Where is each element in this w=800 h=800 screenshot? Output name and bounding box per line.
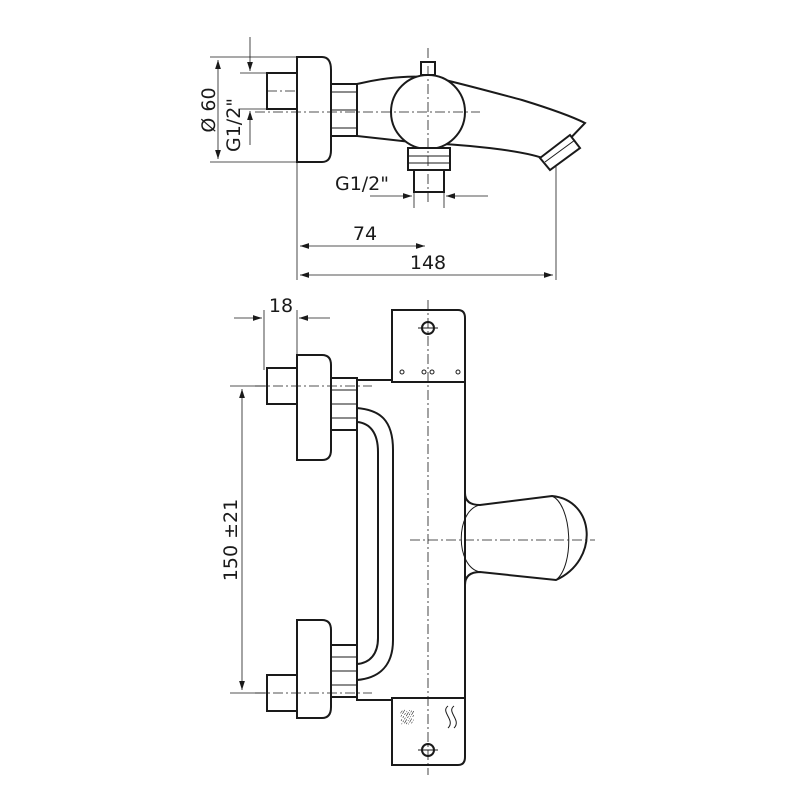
front-bypass-pipe: [356, 407, 394, 681]
dim-depth-148: 148: [300, 165, 557, 280]
front-bottom-cap: ⛆: [391, 697, 466, 766]
dim-thread-outlet: G1/2": [335, 173, 488, 208]
dim-thread-side-label: G1/2": [223, 98, 245, 152]
dim-diameter-label: Ø 60: [198, 87, 220, 132]
dim-center-150-label: 150 ±21: [220, 499, 242, 581]
dim-pipe-18-label: 18: [269, 295, 293, 317]
front-top-cap: [391, 309, 466, 383]
shower-symbol-icon: ⛆: [400, 708, 414, 729]
side-view: Ø 60 G1/2" G1/2" 74 148: [198, 37, 587, 280]
side-hex-nut: [330, 83, 358, 137]
hot-cold-wave-icon: [445, 705, 457, 729]
side-inlet-nipple: [266, 72, 298, 110]
dim-thread-outlet-label: G1/2": [335, 173, 389, 195]
dim-diameter-60: Ø 60: [198, 56, 300, 163]
dim-pipe-18: 18: [234, 295, 330, 370]
dim-depth-74: 74: [296, 162, 425, 280]
side-escutcheon: [296, 56, 332, 163]
dim-depth-148-label: 148: [410, 252, 446, 274]
front-handle: [464, 492, 588, 586]
side-outlet-connector: [407, 147, 451, 193]
dim-thread-side: G1/2": [223, 37, 270, 152]
dim-depth-74-label: 74: [353, 223, 377, 245]
front-view: ⛆: [220, 295, 595, 775]
front-lower-connector: [266, 619, 358, 719]
dim-center-150: 150 ±21: [220, 385, 267, 694]
front-upper-connector: [266, 354, 358, 461]
